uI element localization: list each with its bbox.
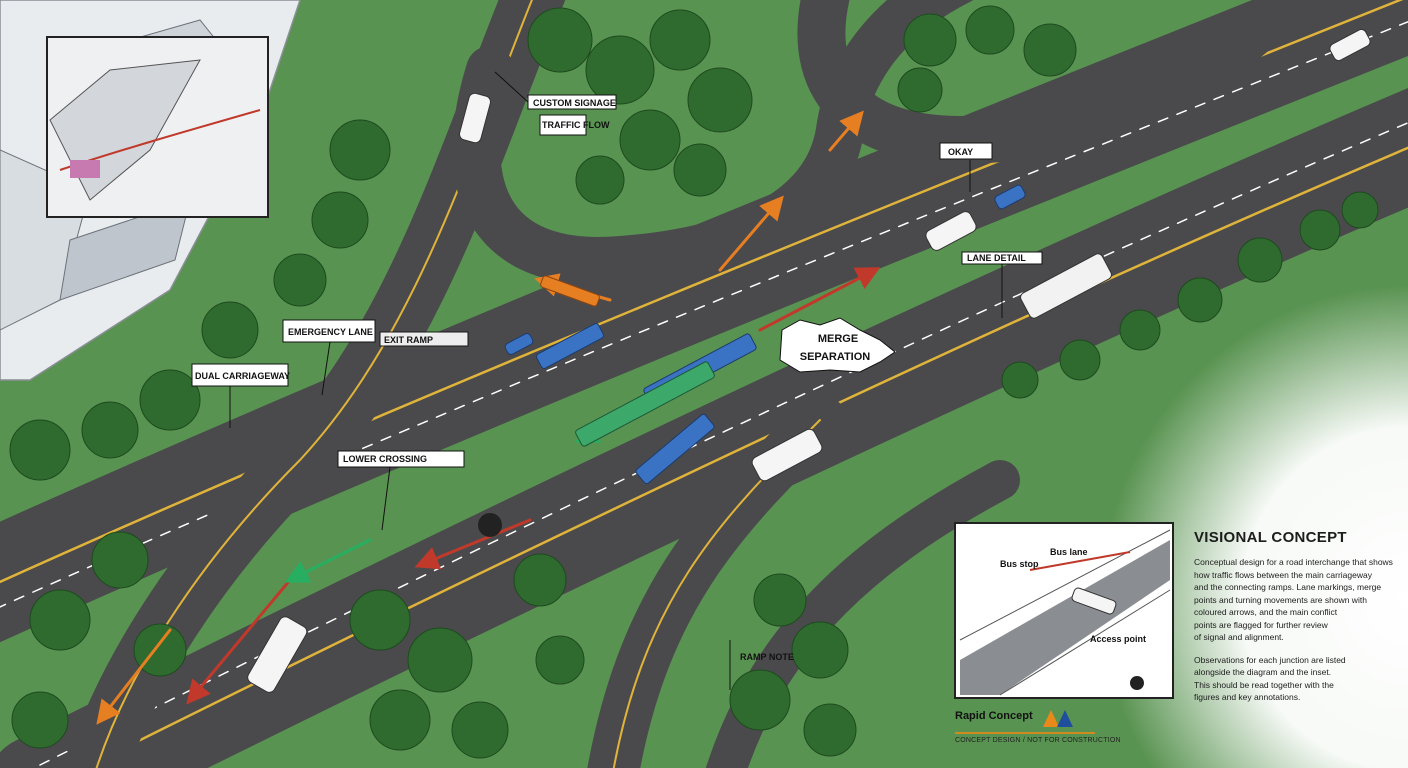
vehicle-green-truck [575,361,715,447]
callout-emergency-lane: EMERGENCY LANE [282,319,376,396]
legend-panel: VISIONAL CONCEPT Conceptual design for a… [1190,525,1395,715]
callout-lower-crossing: LOWER CROSSING [337,450,465,531]
vehicles [247,28,1371,693]
callout-exit-ramp: EXIT RAMP [379,331,469,347]
label-traffic-flow: TRAFFIC FLOW [542,120,610,130]
callout-okay: OKAY [939,142,993,192]
vehicle-blue-car-2 [504,333,534,355]
footer-title: Rapid Concept [955,710,1033,722]
footer-block: Rapid Concept CONCEPT DESIGN / NOT FOR C… [955,706,1195,756]
vehicle-white-car-1 [459,92,491,144]
label-emergency-lane: EMERGENCY LANE [288,327,373,337]
callout-custom-signage: CUSTOM SIGNAGE TRAFFIC FLOW [494,71,617,136]
label-separation: SEPARATION [800,351,871,363]
arrow-green-1 [284,538,372,583]
vehicle-blue-truck-3 [635,413,715,485]
vehicle-white-van [247,616,308,693]
label-dual-carriageway: DUAL CARRIAGEWAY [195,371,290,381]
inset-map-topleft [46,36,269,218]
vehicle-white-car-2 [925,211,977,251]
arrow-red-3 [186,578,292,705]
label-ramp-note: RAMP NOTE [740,652,794,662]
arrow-red-2 [414,518,532,570]
inset-lane-diagram: Bus stop Bus lane Access point [954,522,1174,699]
callout-merge-separation: MERGE SEPARATION [779,317,896,373]
footer-subtitle: CONCEPT DESIGN / NOT FOR CONSTRUCTION [955,737,1121,744]
label-lower-crossing: LOWER CROSSING [343,454,427,464]
label-okay: OKAY [948,147,973,157]
vehicle-white-car-3 [1329,28,1371,62]
arrow-red-1 [758,267,881,332]
legend-title: VISIONAL CONCEPT [1194,529,1347,546]
vehicle-motorcycle [478,513,502,537]
legend-paragraph-2: Observations for each junction are liste… [1194,654,1346,703]
vehicle-bus [1020,253,1112,319]
vehicle-blue-car-1 [994,184,1026,210]
callout-lane-detail: LANE DETAIL [961,251,1043,318]
callouts: CUSTOM SIGNAGE TRAFFIC FLOW OKAY LANE DE… [191,71,1043,690]
inset-label-bus-stop: Bus stop [1000,559,1039,569]
arrow-orange-4 [828,110,864,152]
arrow-orange-1 [718,195,784,272]
callout-ramp-note: RAMP NOTE [729,640,794,690]
triangle-logo-icon [1043,710,1073,727]
vehicle-blue-truck-1 [535,323,605,369]
label-custom-signage: CUSTOM SIGNAGE [533,98,616,108]
vehicle-white-car-4 [751,428,823,482]
legend-paragraph-1: Conceptual design for a road interchange… [1194,557,1393,642]
label-lane-detail: LANE DETAIL [967,253,1026,263]
label-exit-ramp: EXIT RAMP [384,335,433,345]
arrow-orange-3 [96,628,172,725]
callout-dual-carriageway: DUAL CARRIAGEWAY [191,363,290,428]
label-merge: MERGE [818,333,858,345]
inset-label-bus-lane: Bus lane [1050,547,1088,557]
vehicle-orange-truck [540,275,600,307]
footer-accent-bar [955,732,1095,734]
inset-label-access-point: Access point [1090,634,1146,644]
